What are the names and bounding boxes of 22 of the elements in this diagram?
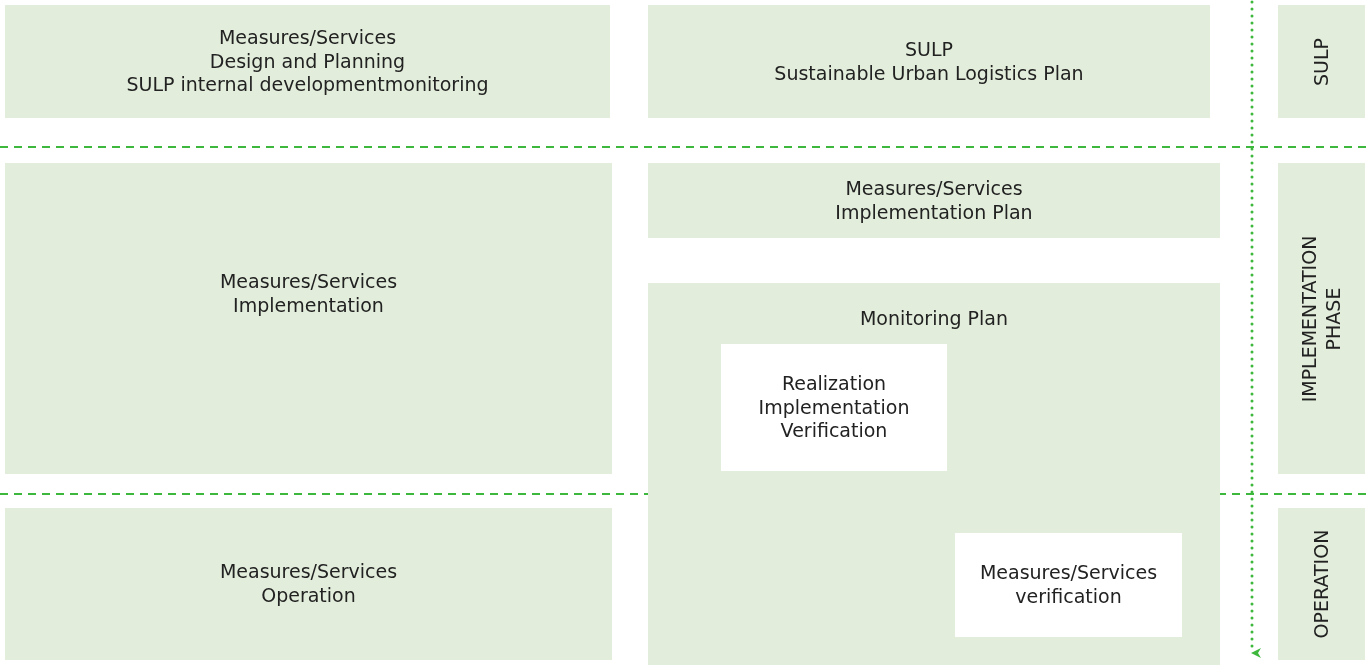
phase-label: OPERATION [1309,529,1333,639]
box-text: Measures/Services Design and Planning SULP internal developmentmonitoring [126,25,489,98]
box-text: Measures/Services Operation [219,560,398,608]
box-text: Monitoring Plan [859,307,1009,331]
phase-band [1278,508,1365,660]
box-text: Measures/Services Implementation [219,269,398,318]
box-text: SULP Sustainable Urban Logistics Plan [774,37,1084,86]
box-text: Realization Implementation Verification [758,371,910,444]
phase-box [648,163,1220,238]
box-text: Measures/Services verification [978,561,1159,609]
step-box [955,533,1182,637]
phase-box [5,508,612,660]
phase-box [648,283,1220,665]
phase-band [1278,163,1365,474]
phase-box [648,5,1210,118]
phase-label: IMPLEMENTATION PHASE [1297,234,1345,404]
phase-label: SULP [1309,37,1333,86]
step-box [721,344,947,471]
box-text: Measures/Services Implementation Plan [835,176,1033,225]
phase-box [5,163,612,474]
phase-box [5,5,610,118]
phase-band [1278,5,1365,118]
